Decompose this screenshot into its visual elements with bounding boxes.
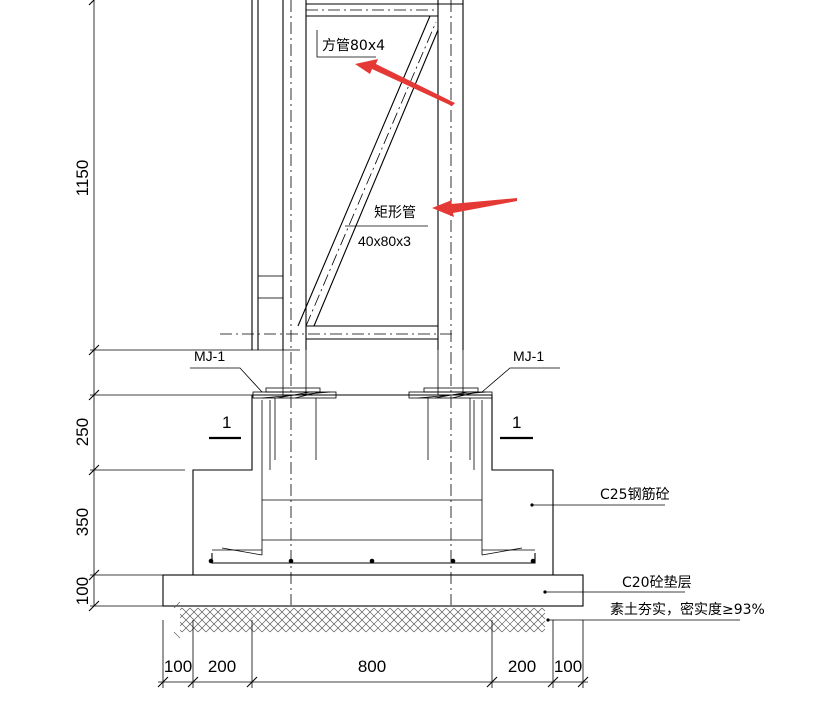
dim-100: 100 bbox=[73, 577, 92, 605]
cushion-label: C20砼垫层 bbox=[622, 575, 692, 591]
dim-350: 350 bbox=[73, 508, 92, 536]
dim-h-100-left: 100 bbox=[164, 657, 192, 676]
horizontal-dimensions: 100 200 800 200 100 bbox=[157, 620, 589, 688]
rect-tube-size: 40x80x3 bbox=[358, 233, 411, 249]
concrete-callout: C25钢筋砼 bbox=[530, 486, 670, 507]
steel-frame bbox=[220, 0, 464, 605]
cushion-layer: C20砼垫层 bbox=[162, 574, 692, 607]
dim-h-100-right: 100 bbox=[554, 657, 582, 676]
section-mark-right: 1 bbox=[512, 413, 521, 432]
embed-plate-callouts: MJ-1 MJ-1 bbox=[190, 348, 560, 393]
concrete-footing bbox=[192, 387, 554, 576]
soil-hatch bbox=[173, 601, 546, 639]
vertical-dimensions: 1150 250 350 100 bbox=[73, 0, 252, 612]
dim-250: 250 bbox=[73, 418, 92, 446]
arrow-icon bbox=[355, 59, 455, 106]
rect-tube-callout: 矩形管 40x80x3 bbox=[345, 198, 517, 249]
section-mark-left: 1 bbox=[222, 413, 231, 432]
rect-tube-title: 矩形管 bbox=[374, 205, 416, 221]
soil-label: 素土夯实，密实度≥93% bbox=[610, 601, 765, 618]
dim-1150: 1150 bbox=[73, 160, 92, 197]
dim-h-200-left: 200 bbox=[208, 657, 236, 676]
concrete-label: C25钢筋砼 bbox=[600, 486, 670, 503]
section-marks: 1 1 bbox=[209, 413, 533, 440]
embed-label-right: MJ-1 bbox=[513, 348, 544, 364]
dim-h-800: 800 bbox=[358, 657, 386, 676]
soil-callout: 素土夯实，密实度≥93% bbox=[546, 601, 765, 622]
arrow-icon bbox=[432, 198, 517, 217]
square-tube-label: 方管80x4 bbox=[322, 38, 385, 54]
square-tube-callout: 方管80x4 bbox=[316, 30, 455, 106]
dim-h-200-right: 200 bbox=[508, 657, 536, 676]
embed-label-left: MJ-1 bbox=[194, 348, 225, 364]
